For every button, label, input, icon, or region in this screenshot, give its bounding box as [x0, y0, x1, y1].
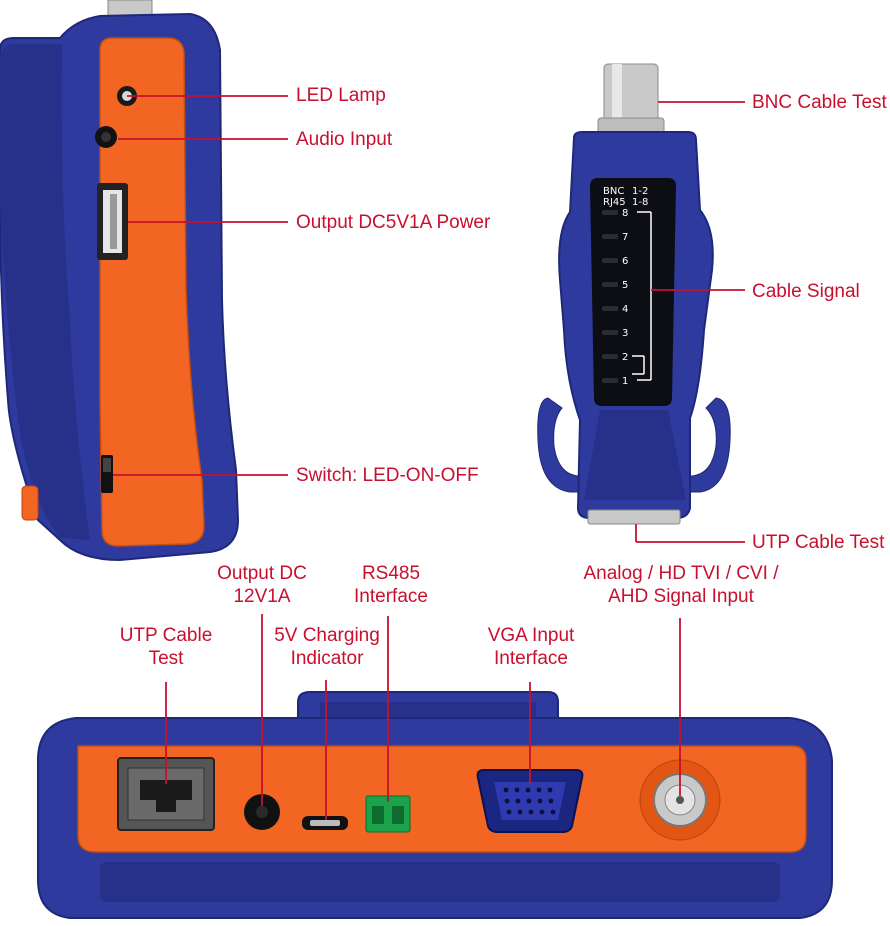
label-audio-input: Audio Input [296, 129, 393, 150]
vga-pin [504, 798, 510, 804]
callout-lines [113, 95, 745, 820]
top-bnc-stub [107, 0, 153, 17]
vga-pin [506, 809, 512, 815]
tester-header-rj45-range: 1-8 [632, 197, 648, 208]
vga-pin [547, 787, 553, 793]
side-body-back [0, 44, 90, 540]
label-cable-signal: Cable Signal [752, 281, 860, 302]
tester-utp-port [587, 509, 681, 525]
vga-pin [539, 809, 545, 815]
vga-pin [537, 798, 543, 804]
side-orange-panel [99, 37, 205, 547]
led-number-8: 8 [622, 208, 628, 219]
label-vga-input: VGA Input Interface [487, 625, 575, 669]
led-number-7: 7 [622, 232, 628, 243]
vga-pin [526, 798, 532, 804]
led-number-1: 1 [622, 376, 628, 387]
vga-pin [548, 798, 554, 804]
led-indicator-5 [602, 282, 618, 287]
led-indicator-7 [602, 234, 618, 239]
label-rs485: RS485 Interface [354, 563, 428, 607]
led-number-5: 5 [622, 280, 628, 291]
vga-pin [528, 809, 534, 815]
side-view-device [0, 0, 240, 562]
label-led-lamp: LED Lamp [296, 85, 386, 106]
label-switch: Switch: LED-ON-OFF [296, 465, 479, 486]
label-output-dc12v: Output DC 12V1A [217, 563, 307, 607]
led-number-6: 6 [622, 256, 628, 267]
led-indicator-4 [602, 306, 618, 311]
led-indicator-6 [602, 258, 618, 263]
vga-pin [525, 787, 531, 793]
led-indicator-3 [602, 330, 618, 335]
vga-pin [515, 798, 521, 804]
tester-handle-loop [537, 397, 731, 493]
label-bnc-cable-test: BNC Cable Test [752, 92, 887, 113]
led-number-4: 4 [622, 304, 628, 315]
vga-pin [536, 787, 542, 793]
bottom-view-device [37, 691, 833, 919]
label-charging-indicator: 5V Charging Indicator [274, 625, 380, 669]
label-utp-cable-test-bottom: UTP Cable Test [119, 625, 213, 669]
tester-header-rj45: RJ45 [603, 197, 626, 208]
led-indicator-list: 8 7 6 5 4 3 2 1 [602, 208, 628, 387]
vga-pin [517, 809, 523, 815]
vga-pin [514, 787, 520, 793]
label-utp-cable-test-right: UTP Cable Test [752, 532, 885, 553]
led-indicator-8 [602, 210, 618, 215]
side-button [21, 485, 39, 521]
vga-pin [550, 809, 556, 815]
led-number-3: 3 [622, 328, 628, 339]
tester-header-bnc: BNC [603, 186, 624, 197]
led-indicator-1 [602, 378, 618, 383]
label-analog-input: Analog / HD TVI / CVI / AHD Signal Input [583, 563, 779, 607]
led-indicator-2 [602, 354, 618, 359]
tester-header-bnc-range: 1-2 [632, 186, 648, 197]
vga-pin [503, 787, 509, 793]
led-number-2: 2 [622, 352, 628, 363]
remote-tester-device: BNC 1-2 RJ45 1-8 8 7 6 5 4 3 2 1 [537, 63, 731, 525]
label-output-dc5v: Output DC5V1A Power [296, 212, 491, 233]
